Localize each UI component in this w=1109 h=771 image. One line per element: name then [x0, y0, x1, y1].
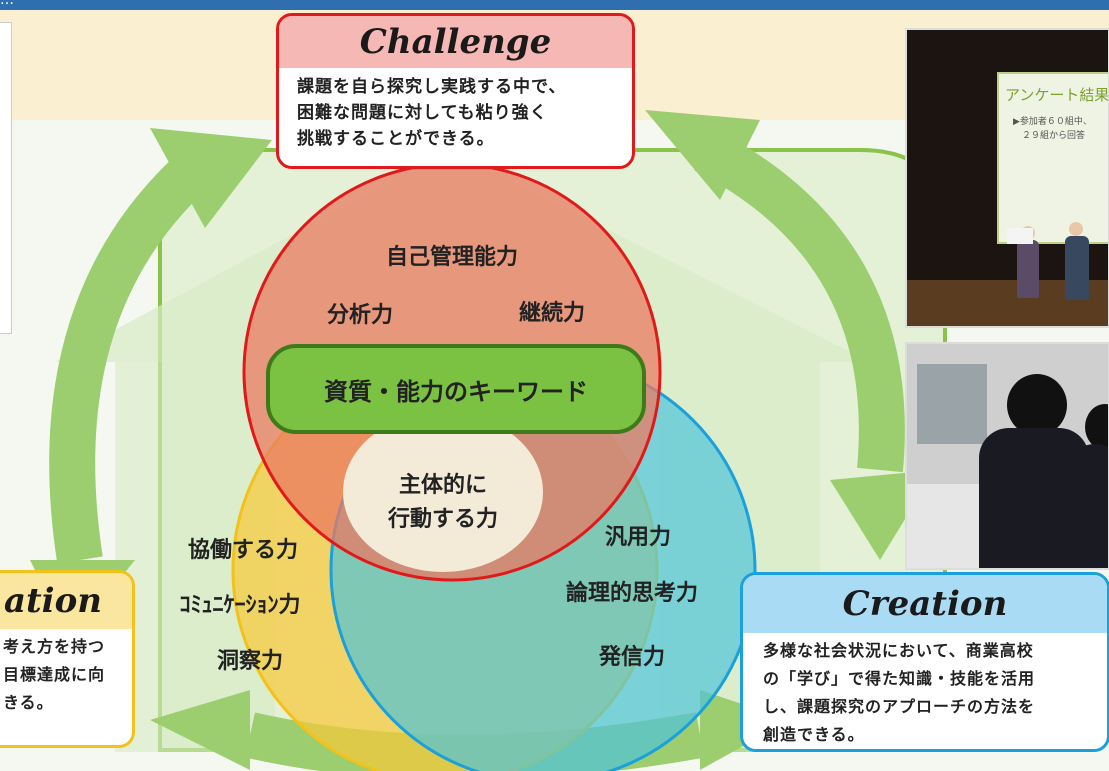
top-banner: …: [0, 0, 1109, 10]
arrow-head-top-right: [645, 110, 760, 200]
student-head: [1085, 404, 1108, 450]
blue-item-2: 論理的思考力: [566, 580, 698, 606]
creation-line: し、課題探究のアプローチの方法を: [763, 697, 1036, 716]
student-head: [1007, 374, 1067, 436]
creation-line: 創造できる。: [763, 725, 865, 744]
creation-body: 多様な社会状況において、商業高校 の「学び」で得た知識・技能を活用 し、課題探究…: [743, 633, 1107, 749]
red-item-2: 分析力: [327, 303, 393, 328]
arrow-head-bottom: [150, 690, 250, 770]
creation-box: Creation 多様な社会状況において、商業高校 の「学び」で得た知識・技能を…: [740, 572, 1109, 752]
cabinet: [917, 364, 987, 444]
slide-line: ▶参加者６０組中、: [1013, 117, 1092, 127]
collaboration-line: 目標達成に向: [3, 665, 106, 684]
collaboration-body: 考え方を持つ 目標達成に向 きる。: [0, 629, 132, 717]
challenge-box: Challenge 課題を自ら探究し実践する中で、 困難な問題に対しても粘り強く…: [276, 13, 635, 169]
student-body: [1065, 444, 1108, 568]
collaboration-title: ation: [0, 573, 132, 629]
collaboration-line: 考え方を持つ: [3, 637, 106, 656]
blue-item-1: 汎用力: [605, 525, 671, 550]
slide-title: アンケート結果: [1005, 86, 1109, 104]
slide-line: ２９組から回答: [1013, 131, 1086, 141]
creation-title: Creation: [743, 575, 1107, 633]
challenge-line: 課題を自ら探究し実践する中で、: [297, 77, 567, 97]
collaboration-box: ation 考え方を持つ 目標達成に向 きる。: [0, 570, 135, 748]
blue-item-3: 発信力: [598, 644, 665, 670]
classroom-photo: [905, 342, 1109, 570]
stage-presentation-photo: アンケート結果 ▶参加者６０組中、 ２９組から回答: [905, 28, 1109, 328]
creation-line: 多様な社会状況において、商業高校: [763, 641, 1034, 660]
core-line-1: 主体的に: [399, 472, 487, 498]
core-region: [343, 412, 543, 572]
challenge-line: 困難な問題に対しても粘り強く: [297, 103, 548, 123]
presenter-paper: [1007, 228, 1033, 244]
presenter-figure: [1065, 236, 1089, 300]
challenge-body: 課題を自ら探究し実践する中で、 困難な問題に対しても粘り強く 挑戦することができ…: [279, 68, 632, 158]
presentation-slide: アンケート結果 ▶参加者６０組中、 ２９組から回答: [997, 72, 1109, 244]
yellow-item-3: 洞察力: [217, 648, 283, 674]
keyword-label-box: [266, 344, 646, 434]
yellow-item-2: ｺﾐｭﾆｹｰｼｮﾝ力: [179, 593, 300, 618]
collaboration-line: きる。: [3, 693, 54, 712]
presenter-head: [1069, 222, 1083, 236]
core-line-2: 行動する力: [387, 506, 498, 532]
challenge-line: 挑戦することができる。: [297, 129, 495, 149]
banner-text: …: [0, 0, 14, 8]
challenge-title: Challenge: [279, 16, 632, 68]
keyword-label: 資質・能力のキーワード: [324, 378, 588, 406]
red-item-3: 継続力: [519, 300, 585, 326]
left-side-panel: [0, 22, 12, 334]
red-item-1: 自己管理能力: [386, 244, 518, 270]
arrow-head-top-left: [150, 128, 272, 228]
creation-line: の「学び」で得た知識・技能を活用: [763, 669, 1036, 688]
yellow-item-1: 協働する力: [188, 537, 298, 563]
presenter-figure: [1017, 240, 1039, 298]
